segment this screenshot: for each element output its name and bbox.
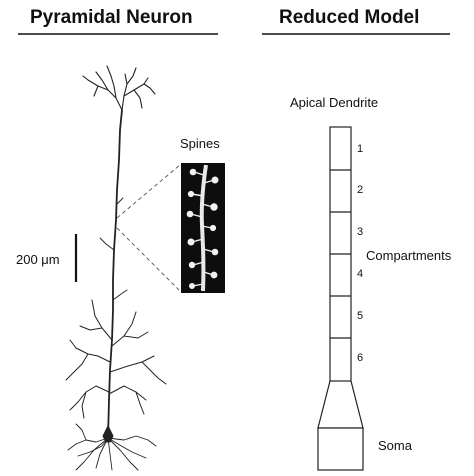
soma-label: Soma [378,438,412,453]
compartment-number-4: 4 [357,268,364,280]
model-soma-box [317,427,364,471]
reduced-model-diagram [317,126,364,471]
compartment-number-2: 2 [357,184,364,196]
apical-tuft [82,65,156,111]
soma-taper [317,380,364,429]
scale-bar-label: 200 μm [16,252,60,267]
pyramidal-neuron-heading: Pyramidal Neuron [30,7,193,28]
compartment-number-6: 6 [357,352,364,364]
mid-dendritic-arbor [65,299,167,419]
compartment-number-3: 3 [357,226,364,238]
spine-dendrite-shaft [199,164,208,292]
pyramidal-neuron-drawing [65,65,167,471]
apical-trunk [107,109,123,439]
zoom-guide-lines [116,163,182,293]
spine-heads [186,168,219,290]
compartment-number-1: 1 [357,143,364,155]
reduced-model-heading: Reduced Model [279,7,420,28]
spines-micrograph [181,163,225,293]
compartment-number-5: 5 [357,310,364,322]
compartments-label: Compartments [366,248,452,263]
spines-label: Spines [180,136,220,151]
apical-dendrite-label: Apical Dendrite [290,95,379,110]
oblique-dendrites [99,197,128,301]
basal-dendrites [67,423,157,471]
neuron-soma [102,425,114,443]
